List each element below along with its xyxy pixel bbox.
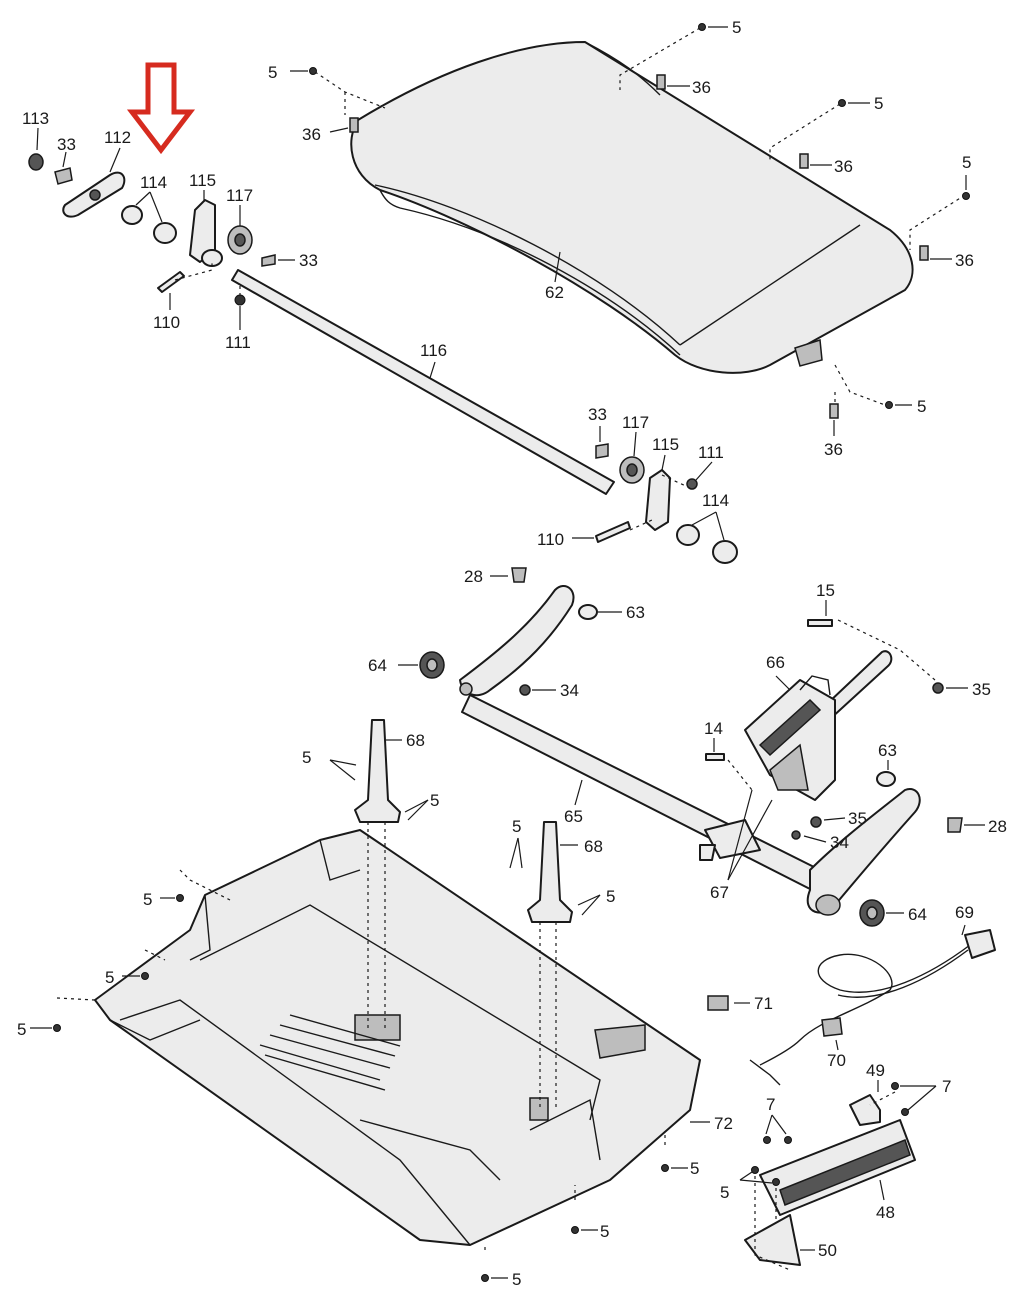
label-115: 115 [189,171,216,190]
label-114: 114 [140,173,167,192]
label-7: 7 [942,1077,951,1096]
label-49: 49 [866,1061,885,1080]
rear-foot-assembly [739,1080,937,1271]
label-64: 64 [368,656,387,675]
upright-frame [459,585,921,916]
label-34: 34 [830,833,849,852]
label-35: 35 [972,680,991,699]
roller-bracket-left [28,127,295,330]
label-5: 5 [732,18,741,37]
label-110: 110 [537,530,564,549]
label-5: 5 [606,887,615,906]
label-5: 5 [17,1020,26,1039]
label-36: 36 [824,440,843,459]
label-33: 33 [588,405,607,424]
label-5: 5 [720,1183,729,1202]
label-36: 36 [834,157,853,176]
label-28: 28 [464,567,483,586]
label-5: 5 [143,890,152,909]
label-33: 33 [299,251,318,270]
label-36: 36 [692,78,711,97]
label-5: 5 [512,817,521,836]
hood-fasteners [290,23,970,436]
label-14: 14 [704,719,723,738]
motor-hood [350,41,914,374]
label-5: 5 [962,153,971,172]
label-72: 72 [714,1114,733,1133]
down-arrow-icon [126,62,196,155]
vent-slots [259,1014,401,1091]
label-117: 117 [622,413,649,432]
label-36: 36 [955,251,974,270]
label-33: 33 [57,135,76,154]
label-114: 114 [702,491,729,510]
label-69: 69 [955,903,974,922]
label-111: 111 [225,333,251,352]
label-50: 50 [818,1241,837,1260]
base-pan [94,829,710,1246]
label-5: 5 [600,1222,609,1241]
power-cord [707,924,996,1086]
label-48: 48 [876,1203,895,1222]
label-5: 5 [430,791,439,810]
label-35: 35 [848,809,867,828]
label-68: 68 [584,837,603,856]
label-5: 5 [917,397,926,416]
label-63: 63 [878,741,897,760]
label-110: 110 [153,313,180,332]
label-66: 66 [766,653,785,672]
label-70: 70 [827,1051,846,1070]
label-5: 5 [874,94,883,113]
label-5: 5 [268,63,277,82]
label-28: 28 [988,817,1007,836]
frame-hardware [398,567,985,927]
label-5: 5 [512,1270,521,1289]
label-63: 63 [626,603,645,622]
motor-controller [744,675,836,801]
label-115: 115 [652,435,679,454]
label-5: 5 [105,968,114,987]
label-116: 116 [420,341,447,360]
label-5: 5 [302,748,311,767]
callout-labels: 5 5 36 36 5 36 5 36 62 5 36 113 33 112 1… [17,18,1007,1289]
label-111: 111 [698,443,724,462]
label-67: 67 [710,883,729,902]
label-34: 34 [560,681,579,700]
label-7: 7 [766,1095,775,1114]
label-64: 64 [908,905,927,924]
label-62: 62 [545,283,564,302]
label-65: 65 [564,807,583,826]
label-71: 71 [754,994,773,1013]
upright-posts [329,719,601,1110]
label-117: 117 [226,186,253,205]
label-113: 113 [22,109,49,128]
label-15: 15 [816,581,835,600]
label-112: 112 [104,128,131,147]
roller-shaft [231,269,615,495]
roller-bracket-right [572,426,738,564]
label-68: 68 [406,731,425,750]
label-36: 36 [302,125,321,144]
base-fasteners [30,869,688,1282]
label-5: 5 [690,1159,699,1178]
